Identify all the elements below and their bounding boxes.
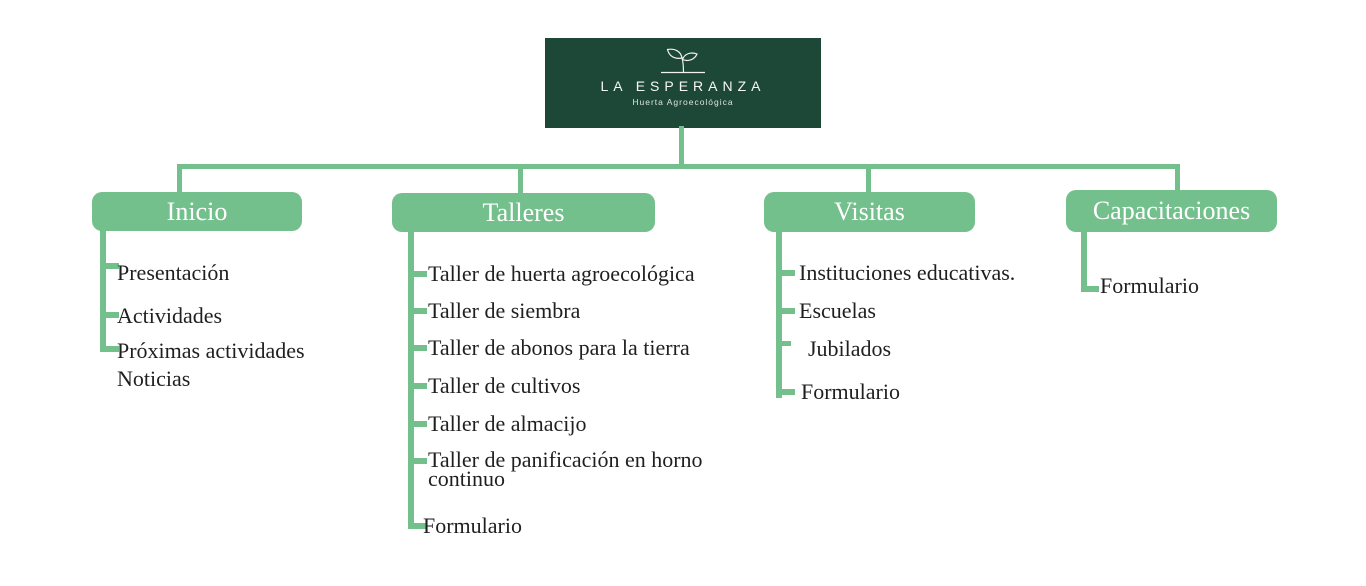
node-proximas-actividades: Próximas actividades bbox=[117, 338, 305, 363]
branch-talleres: Talleres bbox=[392, 193, 655, 232]
node-taller-panificacion: Taller de panificación en horno continuo bbox=[428, 447, 703, 491]
connector-drop-talleres bbox=[518, 166, 523, 194]
tick-jubilados bbox=[782, 341, 791, 346]
node-taller-abonos: Taller de abonos para la tierra bbox=[428, 335, 690, 360]
branch-inicio: Inicio bbox=[92, 192, 302, 231]
connector-root-stem bbox=[679, 126, 684, 166]
site-logo-card: LA ESPERANZA Huerta Agroecológica bbox=[545, 38, 821, 128]
tick-visitas-formulario bbox=[782, 389, 795, 395]
node-instituciones-educativas: Instituciones educativas. bbox=[799, 260, 1016, 285]
logo-title: LA ESPERANZA bbox=[600, 78, 766, 94]
tick-instituciones bbox=[782, 270, 795, 276]
stem-visitas bbox=[776, 231, 782, 398]
tick-taller-panificacion bbox=[414, 458, 427, 464]
branch-visitas: Visitas bbox=[764, 192, 975, 232]
tick-taller-almacijo bbox=[414, 421, 427, 427]
node-presentacion: Presentación bbox=[117, 260, 230, 285]
tick-taller-huerta bbox=[414, 271, 427, 277]
tick-talleres-formulario bbox=[414, 523, 427, 529]
node-noticias: Noticias bbox=[117, 366, 191, 391]
stem-talleres bbox=[408, 231, 414, 529]
node-talleres-formulario: Formulario bbox=[423, 513, 522, 538]
node-taller-huerta: Taller de huerta agroecológica bbox=[428, 261, 695, 286]
tick-proximas-actividades bbox=[106, 346, 119, 352]
branch-capacitaciones: Capacitaciones bbox=[1066, 190, 1277, 232]
stem-capacitaciones bbox=[1081, 231, 1087, 292]
node-visitas-formulario: Formulario bbox=[801, 379, 900, 404]
tick-escuelas bbox=[782, 308, 795, 314]
tick-capacitaciones-formulario bbox=[1087, 286, 1099, 292]
node-taller-almacijo: Taller de almacijo bbox=[428, 411, 587, 436]
connector-drop-capacitaciones bbox=[1175, 166, 1180, 191]
node-capacitaciones-formulario: Formulario bbox=[1100, 273, 1199, 298]
connector-horizontal bbox=[177, 164, 1180, 169]
node-taller-cultivos: Taller de cultivos bbox=[428, 373, 581, 398]
tick-actividades bbox=[106, 312, 119, 318]
node-actividades: Actividades bbox=[117, 303, 223, 328]
logo-subtitle: Huerta Agroecológica bbox=[632, 97, 734, 107]
node-jubilados: Jubilados bbox=[808, 336, 892, 361]
connector-drop-visitas bbox=[866, 166, 871, 193]
tick-taller-cultivos bbox=[414, 383, 427, 389]
tick-taller-siembra bbox=[414, 308, 427, 314]
tick-taller-abonos bbox=[414, 345, 427, 351]
stem-inicio bbox=[100, 230, 106, 352]
connector-drop-inicio bbox=[177, 166, 182, 193]
node-taller-siembra: Taller de siembra bbox=[428, 298, 581, 323]
sprout-icon bbox=[661, 48, 705, 74]
node-escuelas: Escuelas bbox=[799, 298, 876, 323]
tick-presentacion bbox=[106, 263, 119, 269]
